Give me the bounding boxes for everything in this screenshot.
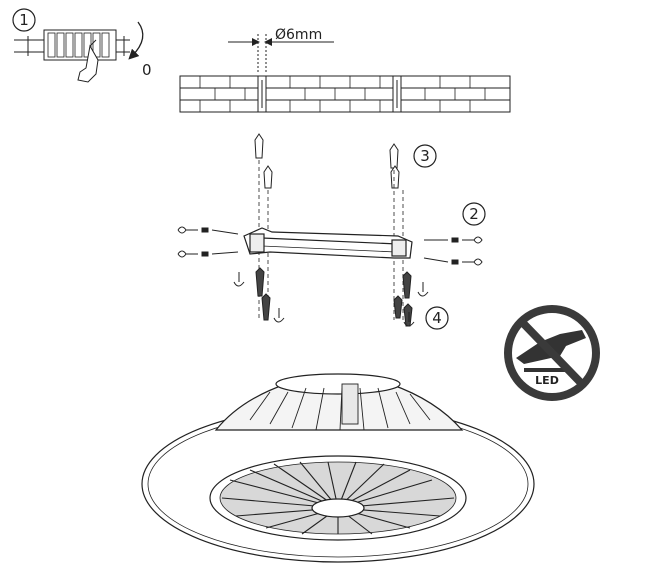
step-4-marker: 4 — [425, 306, 449, 330]
wing-nut-icon — [233, 272, 429, 327]
step-3-marker: 3 — [413, 144, 437, 168]
step-1-marker: 1 — [12, 8, 36, 32]
rotate-arrow-icon — [128, 21, 144, 60]
diameter-dimension — [228, 34, 334, 72]
svg-text:1: 1 — [19, 11, 29, 29]
drill-hole-left — [257, 75, 267, 113]
mounting-bracket — [243, 227, 413, 259]
step-1-group: 1 0 — [12, 8, 152, 83]
svg-text:2: 2 — [469, 205, 479, 223]
fan-center-hub — [311, 498, 365, 518]
wall-plug-icon — [254, 133, 400, 189]
drill-hole-right — [392, 75, 402, 113]
screw-icon — [255, 267, 413, 327]
fan-housing-ribs — [249, 383, 431, 431]
svg-text:3: 3 — [420, 147, 430, 165]
ceiling-fan-light — [141, 373, 535, 563]
hand-screwdriver-icon — [77, 39, 99, 83]
no-touch-led-warning-sign: LED — [504, 305, 600, 401]
wing-screw-icon — [177, 226, 483, 266]
step-2-marker: 2 — [462, 202, 486, 226]
led-badge: LED — [535, 374, 559, 387]
terminal-block-icon — [14, 29, 130, 61]
svg-text:4: 4 — [432, 309, 442, 327]
switch-position-label: 0 — [142, 61, 152, 79]
ceiling-wall — [179, 75, 511, 113]
drill-diameter-label: Ø6mm — [275, 27, 322, 43]
